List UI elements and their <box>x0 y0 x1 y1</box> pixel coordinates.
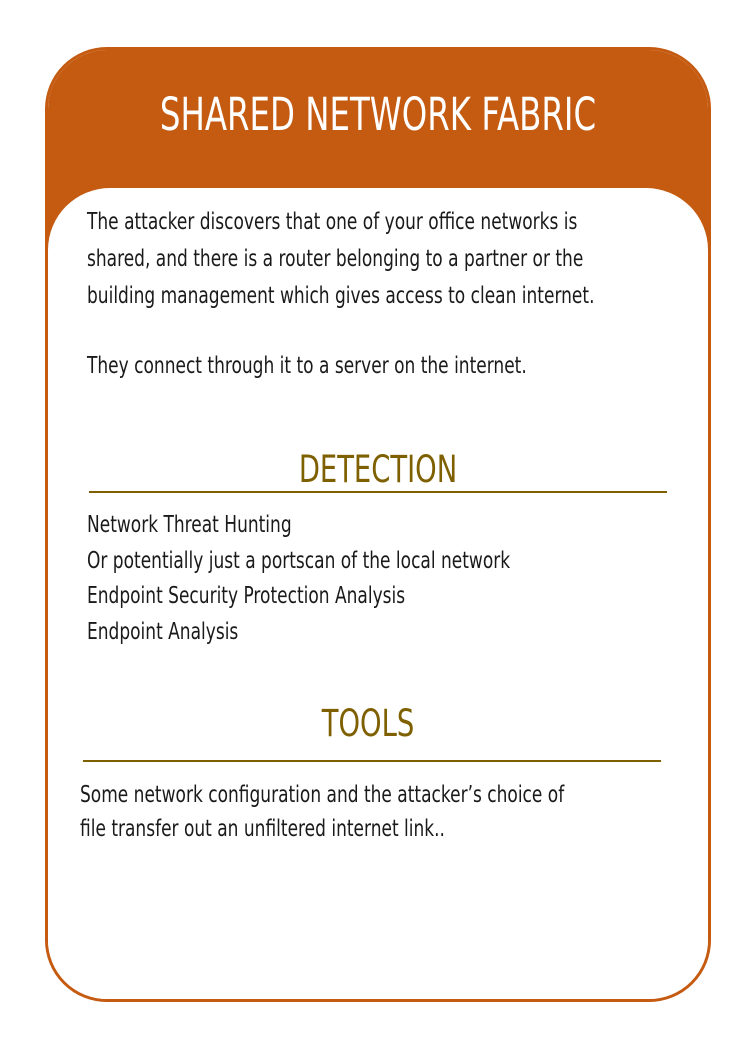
tools-divider <box>83 760 661 762</box>
card-title: SHARED NETWORK FABRIC <box>159 88 597 141</box>
detection-heading: DETECTION <box>298 448 458 491</box>
intro-line-1: The attacker discovers that one of your … <box>87 209 578 235</box>
intro-text: The attacker discovers that one of your … <box>87 204 595 385</box>
detection-list: Network Threat Hunting Or potentially ju… <box>87 508 510 650</box>
paragraph-gap <box>87 315 595 348</box>
intro-line-2: shared, and there is a router belonging … <box>87 246 584 272</box>
list-item: Endpoint Analysis <box>87 618 239 645</box>
scenario-card: SHARED NETWORK FABRIC <box>45 47 711 1002</box>
card-body-panel <box>48 188 708 999</box>
list-item: Endpoint Security Protection Analysis <box>87 583 406 609</box>
tools-text: Some network configuration and the attac… <box>80 778 564 846</box>
detection-divider <box>89 491 667 493</box>
list-item: Or potentially just a portscan of the lo… <box>87 547 511 574</box>
tools-line-2: file transfer out an unfiltered internet… <box>80 816 445 842</box>
list-item: Network Threat Hunting <box>87 512 292 538</box>
tools-line-1: Some network configuration and the attac… <box>80 782 565 808</box>
intro-line-3: building management which gives access t… <box>87 283 595 309</box>
tools-heading: TOOLS <box>321 702 415 745</box>
intro-second-paragraph: They connect through it to a server on t… <box>87 353 527 379</box>
